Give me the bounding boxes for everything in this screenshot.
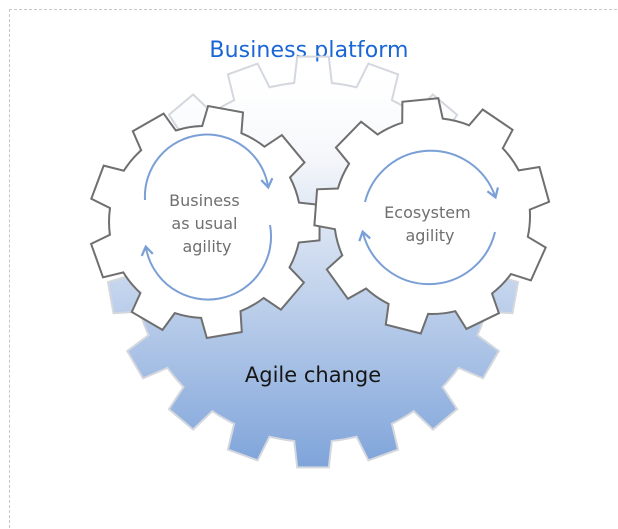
outer-gear-label: Agile change	[245, 363, 381, 387]
right-gear-label: Ecosystem agility	[384, 203, 476, 245]
dashed-border	[9, 9, 617, 528]
left-gear-shape	[89, 104, 321, 340]
right-cycle-arrow-bottom	[358, 229, 496, 286]
left-cycle-arrow-bottom	[140, 224, 273, 301]
right-gear-shape	[313, 97, 551, 335]
right-cycle-arrow-top	[364, 149, 500, 203]
left-gear-label: Business as usual agility	[169, 191, 245, 256]
left-cycle-arrow-top	[143, 133, 274, 201]
